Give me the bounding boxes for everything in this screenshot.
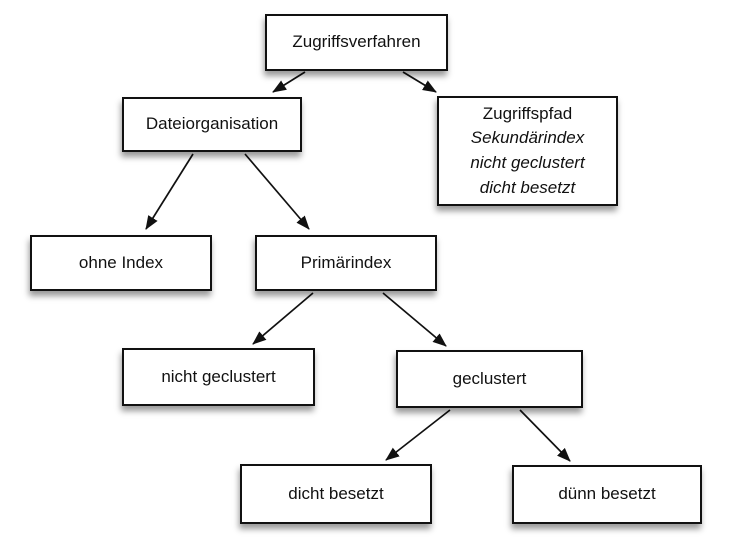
edge-geclustert-duenn-besetzt — [519, 409, 571, 462]
node-label-line2: Sekundärindex — [470, 128, 585, 148]
edge-primaerindex-geclustert — [382, 292, 447, 347]
edge-geclustert-dicht-besetzt — [385, 409, 451, 461]
node-label-line1: Zugriffspfad — [482, 103, 573, 123]
edge-dateiorganisation-ohne-index — [145, 153, 194, 230]
edge-zugriffsverfahren-dateiorganisation — [272, 71, 306, 93]
edge-zugriffsverfahren-zugriffspfad — [402, 71, 437, 93]
node-ohne-index: ohne Index — [30, 235, 212, 291]
node-label: dicht besetzt — [288, 483, 384, 503]
node-label: nicht geclustert — [161, 366, 276, 386]
node-label: Zugriffsverfahren — [292, 32, 421, 52]
node-label-line3: nicht geclustert — [470, 153, 585, 172]
node-nicht-geclustert: nicht geclustert — [122, 348, 315, 406]
node-label: dünn besetzt — [558, 484, 656, 504]
node-duenn-besetzt: dünn besetzt — [512, 465, 702, 524]
node-geclustert: geclustert — [396, 350, 583, 408]
node-zugriffspfad: Zugriffspfad Sekundärindex nicht geclust… — [437, 96, 618, 206]
node-dateiorganisation: Dateiorganisation — [122, 97, 302, 152]
node-zugriffsverfahren: Zugriffsverfahren — [265, 14, 448, 71]
node-label: Dateiorganisation — [145, 114, 279, 134]
node-label-line4: dicht besetzt — [479, 177, 576, 197]
edge-primaerindex-nicht-geclustert — [252, 292, 314, 345]
node-label: ohne Index — [78, 252, 164, 272]
node-dicht-besetzt: dicht besetzt — [240, 464, 432, 524]
node-label: Primärindex — [300, 252, 392, 272]
edge-dateiorganisation-primaerindex — [244, 153, 310, 230]
node-label: geclustert — [452, 368, 527, 388]
node-primaerindex: Primärindex — [255, 235, 437, 291]
